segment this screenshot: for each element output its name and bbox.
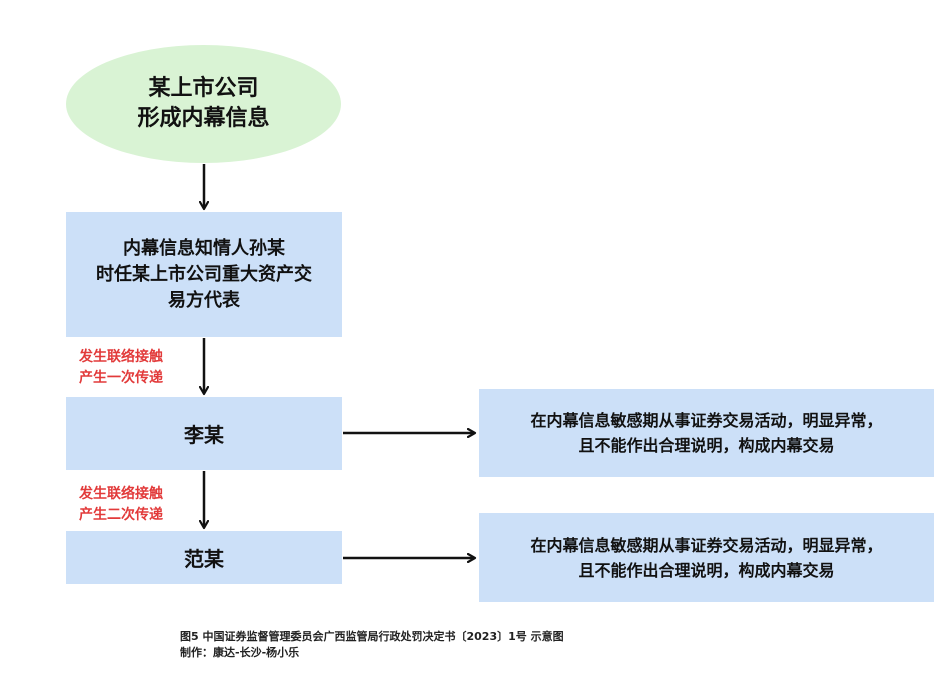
node-company-line2: 形成内幕信息 <box>137 106 270 131</box>
node-sun-line3: 易方代表 <box>168 289 240 311</box>
node-sun: 内幕信息知情人孙某 时任某上市公司重大资产交 易方代表 <box>66 212 342 337</box>
node-verdict-fan: 在内幕信息敏感期从事证券交易活动，明显异常， 且不能作出合理说明，构成内幕交易 <box>479 513 934 602</box>
relation-second-line2: 产生二次传递 <box>79 507 163 523</box>
relation-second: 发生联络接触 产生二次传递 <box>79 484 163 526</box>
verdict-li-line2: 且不能作出合理说明，构成内幕交易 <box>578 436 835 455</box>
relation-first-line1: 发生联络接触 <box>79 349 163 365</box>
relation-first-line2: 产生一次传递 <box>79 370 163 386</box>
caption-credit: 制作：康达-长沙-杨小乐 <box>180 646 300 659</box>
node-fan: 范某 <box>66 531 342 584</box>
caption-title: 图5 中国证券监督管理委员会广西监管局行政处罚决定书〔2023〕1号 示意图 <box>180 630 564 643</box>
verdict-li-line1: 在内幕信息敏感期从事证券交易活动，明显异常， <box>530 411 883 430</box>
node-li: 李某 <box>66 397 342 470</box>
relation-first: 发生联络接触 产生一次传递 <box>79 347 163 389</box>
node-sun-line1: 内幕信息知情人孙某 <box>123 237 285 259</box>
node-company: 某上市公司 形成内幕信息 <box>66 45 341 163</box>
verdict-fan-line2: 且不能作出合理说明，构成内幕交易 <box>578 560 835 580</box>
relation-second-line1: 发生联络接触 <box>79 486 163 502</box>
node-verdict-li: 在内幕信息敏感期从事证券交易活动，明显异常， 且不能作出合理说明，构成内幕交易 <box>479 389 934 477</box>
node-fan-label: 范某 <box>184 547 224 571</box>
node-sun-line2: 时任某上市公司重大资产交 <box>96 263 312 285</box>
node-company-line1: 某上市公司 <box>148 76 259 101</box>
figure-caption: 图5 中国证券监督管理委员会广西监管局行政处罚决定书〔2023〕1号 示意图 制… <box>180 629 564 661</box>
node-li-label: 李某 <box>184 423 224 447</box>
verdict-fan-line1: 在内幕信息敏感期从事证券交易活动，明显异常， <box>530 535 883 555</box>
